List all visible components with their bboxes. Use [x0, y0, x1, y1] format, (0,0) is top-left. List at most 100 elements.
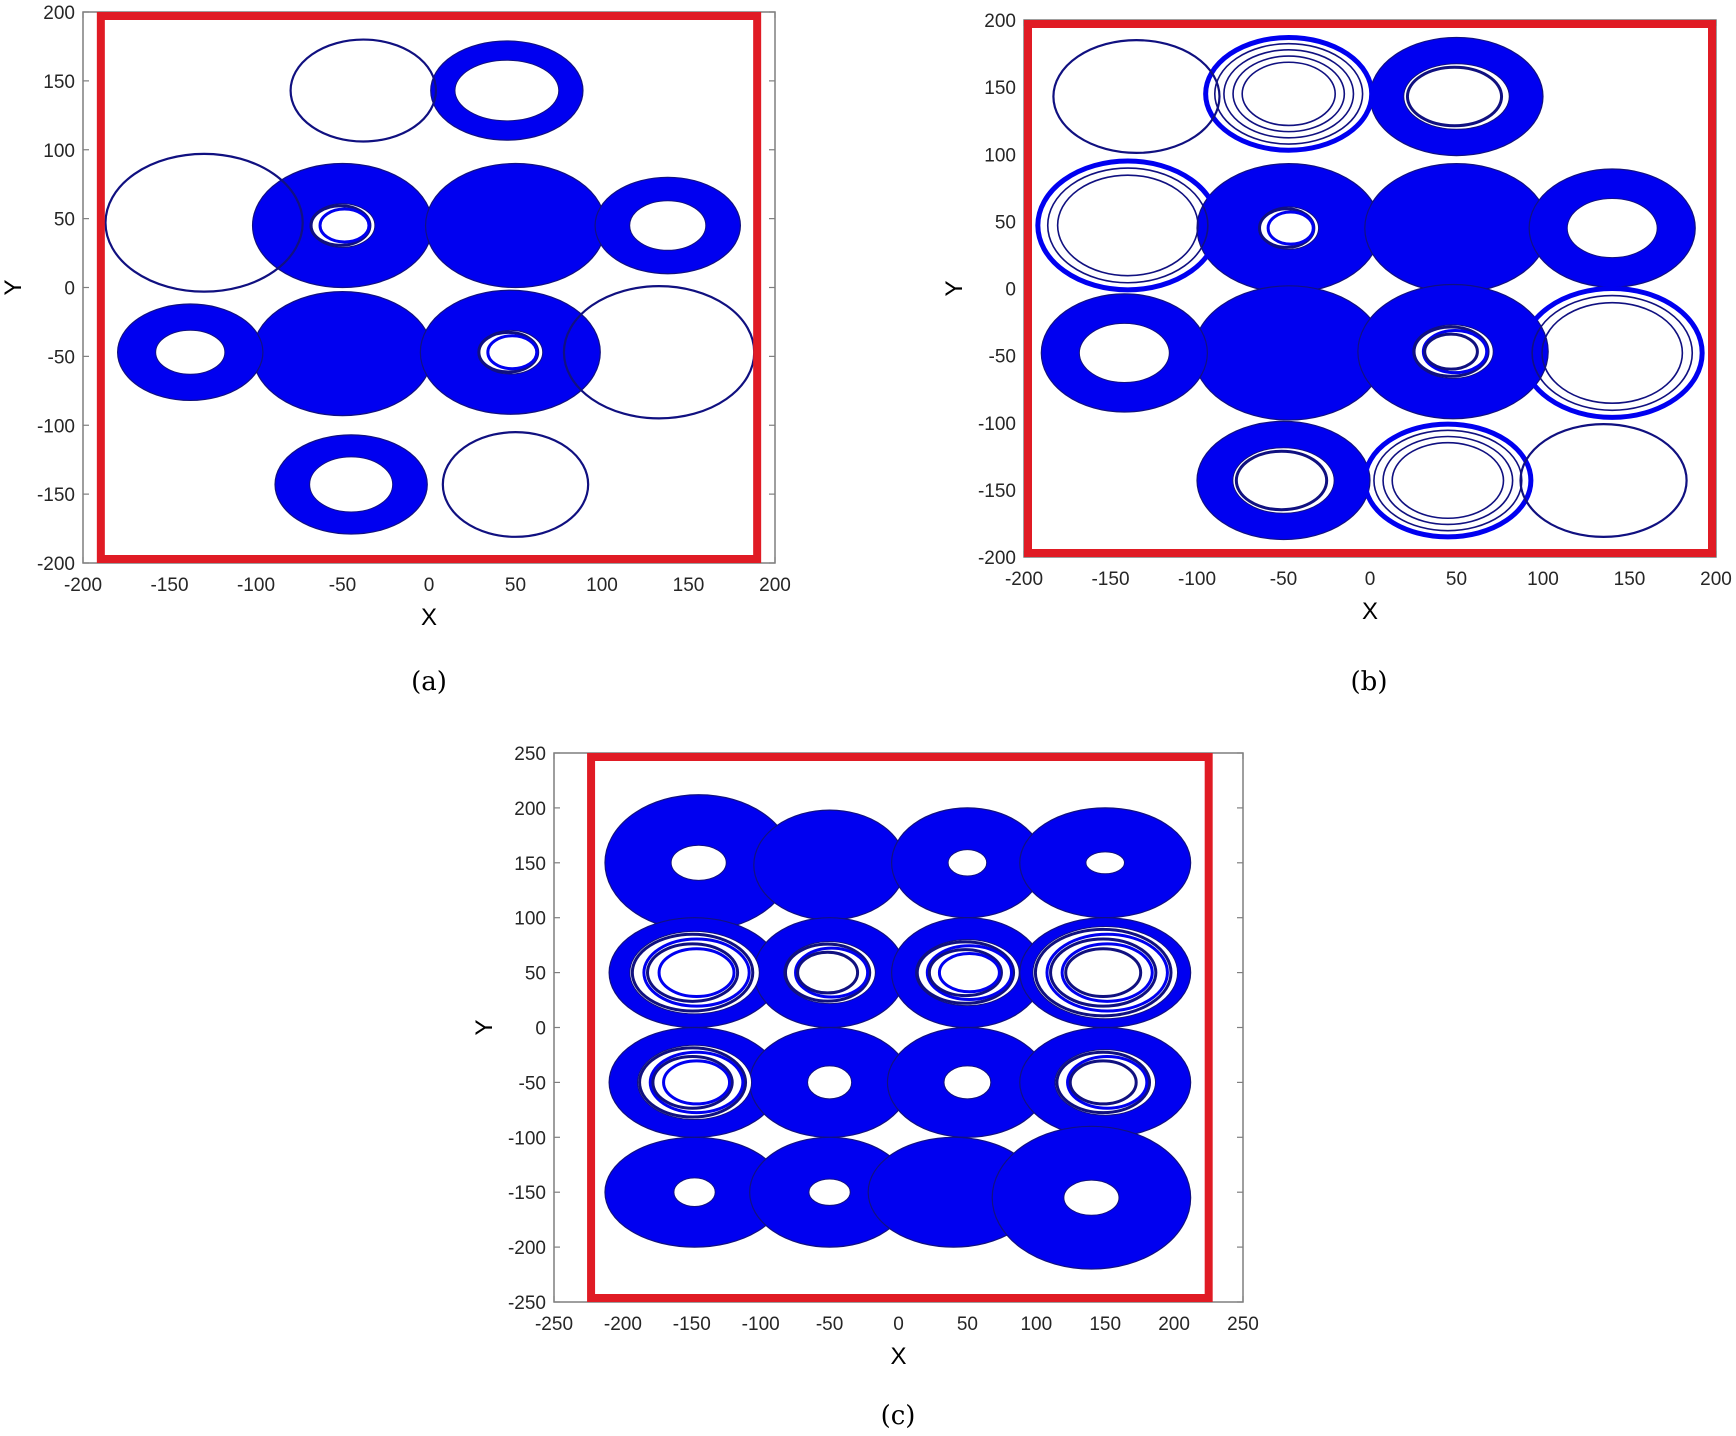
x-tick-label: 0 [1365, 569, 1376, 590]
scroll-body [753, 809, 906, 921]
x-tick-label: -150 [673, 1314, 711, 1335]
scroll-hole [155, 329, 226, 375]
scroll-hole [1078, 322, 1170, 383]
y-tick-label: 200 [43, 3, 75, 24]
scroll-inner-ring [937, 951, 1001, 994]
y-tick-label: 0 [64, 279, 75, 300]
scroll-body [424, 162, 607, 289]
scroll-inner-ring [645, 942, 740, 1003]
x-tick-label: 50 [505, 575, 526, 596]
scroll-inner-ring [915, 940, 1016, 1005]
scroll-hole [1403, 63, 1510, 130]
y-tick-label: 100 [43, 141, 75, 162]
scroll-orbit-ring [1241, 61, 1336, 127]
scroll-orbit-ring [1382, 435, 1514, 526]
y-tick-label: -200 [508, 1238, 546, 1259]
scroll-orbit-ring [1056, 174, 1199, 277]
scroll-orbit-ring [1541, 301, 1684, 405]
x-axis-label: X [1362, 598, 1378, 625]
x-tick-label: 50 [1446, 569, 1467, 590]
scroll-inner-ring [662, 1059, 732, 1106]
y-tick-label: 200 [514, 799, 546, 820]
scroll-body [1364, 163, 1549, 294]
y-tick-label: -100 [508, 1128, 546, 1149]
scroll-inner-ring [1234, 449, 1329, 512]
y-tick-label: 100 [514, 909, 546, 930]
scroll-hole [629, 200, 707, 251]
y-tick-label: -150 [978, 481, 1016, 502]
scroll-inner-ring [783, 942, 872, 1003]
x-tick-label: 100 [1020, 1314, 1052, 1335]
scroll-inner-ring [796, 950, 860, 995]
axes-frame [82, 11, 776, 564]
scroll-orbit-line [1519, 422, 1688, 538]
scroll-hole [309, 456, 394, 513]
scroll-inner-ring [318, 207, 371, 244]
caption-b: (b) [1351, 667, 1388, 697]
highlight-box [96, 12, 762, 563]
y-tick-label: 200 [984, 11, 1016, 32]
scroll-inner-ring [1049, 937, 1158, 1008]
scroll-hole [1566, 198, 1658, 259]
y-tick-label: 50 [54, 210, 75, 231]
x-tick-label: 150 [1089, 1314, 1121, 1335]
scroll-orbit-ring [1035, 158, 1221, 293]
y-tick-label: -200 [978, 548, 1016, 569]
y-tick-label: -50 [48, 347, 75, 368]
scroll-orbit-line [441, 431, 590, 538]
scroll-hole [454, 59, 560, 122]
scroll-inner-ring [1045, 932, 1169, 1013]
x-tick-label: -100 [237, 575, 275, 596]
x-axis-label: X [890, 1343, 906, 1370]
scroll-orbit-ring [1519, 286, 1705, 420]
x-tick-label: 0 [424, 575, 435, 596]
scroll-inner-ring [1405, 65, 1504, 128]
scroll-orbit-ring [1223, 49, 1355, 139]
x-tick-label: -200 [1005, 569, 1043, 590]
x-tick-label: 150 [1614, 569, 1646, 590]
attractor-trajectory [104, 38, 756, 538]
scroll-orbit-ring [1203, 34, 1375, 153]
y-tick-label: 150 [984, 78, 1016, 99]
caption-c: (c) [881, 1401, 916, 1431]
y-tick-label: -200 [37, 554, 75, 575]
x-tick-label: -100 [742, 1314, 780, 1335]
y-tick-label: 250 [514, 744, 546, 765]
y-tick-label: -100 [37, 416, 75, 437]
x-tick-label: 200 [1700, 569, 1732, 590]
x-tick-label: 50 [957, 1314, 978, 1335]
scroll-hole [673, 1177, 716, 1207]
x-tick-label: -150 [1091, 569, 1129, 590]
x-tick-label: -200 [64, 575, 102, 596]
highlight-box [587, 753, 1213, 1302]
scroll-hole [808, 1178, 851, 1206]
x-tick-label: -50 [1270, 569, 1297, 590]
y-tick-label: 50 [525, 964, 546, 985]
attractor-trajectory [1035, 34, 1705, 541]
y-tick-label: 150 [43, 72, 75, 93]
caption-a: (a) [411, 667, 447, 697]
x-tick-label: -200 [604, 1314, 642, 1335]
y-tick-label: -150 [37, 485, 75, 506]
y-tick-label: -250 [508, 1293, 546, 1314]
y-axis-label: Y [471, 1019, 498, 1035]
scroll-inner-ring [925, 944, 1014, 1001]
scroll-hole [947, 849, 988, 877]
scroll-inner-ring [1060, 942, 1154, 1003]
scroll-hole [943, 1065, 992, 1100]
scroll-inner-ring [1066, 1055, 1149, 1110]
y-tick-label: 100 [984, 145, 1016, 166]
scroll-inner-ring [648, 1050, 745, 1115]
scroll-inner-ring [1068, 1059, 1138, 1106]
scroll-inner-ring [1266, 210, 1315, 246]
scroll-orbit-ring [1373, 429, 1523, 532]
scroll-inner-ring [638, 1046, 748, 1119]
y-tick-label: -50 [519, 1073, 546, 1094]
scroll-inner-ring [630, 932, 755, 1013]
x-tick-label: 250 [1227, 1314, 1259, 1335]
scroll-hole [1063, 1179, 1120, 1216]
scroll-orbit-line [104, 152, 304, 293]
scroll-orbit-ring [1213, 42, 1364, 145]
